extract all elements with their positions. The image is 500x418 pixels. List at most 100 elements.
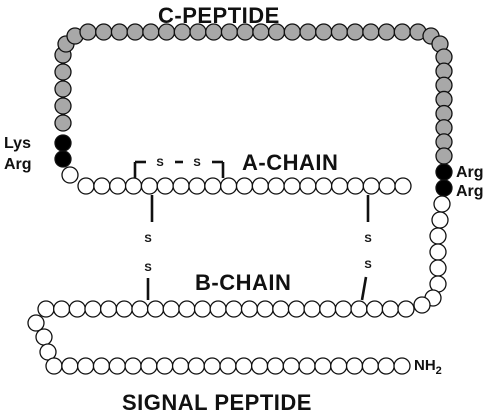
lys-residue — [54, 134, 72, 152]
signal-peptide-residue — [393, 357, 411, 375]
c-peptide-residue — [54, 63, 72, 81]
signal-peptide-residue — [377, 357, 395, 375]
a-chain-residue — [362, 177, 380, 195]
nh-text: NH — [414, 357, 436, 374]
b-chain-residue — [319, 300, 337, 318]
c-peptide-residue — [54, 97, 72, 115]
b-chain-residue — [178, 300, 196, 318]
b-chain-residue — [334, 300, 353, 318]
b-chain-residue — [68, 300, 86, 318]
arg-residue — [435, 179, 453, 197]
connecting-residue — [413, 296, 431, 314]
b-chain-residue — [37, 300, 55, 318]
signal-peptide-residue — [282, 357, 300, 375]
c-peptide-residue — [435, 147, 453, 165]
sulfur-label: S — [364, 233, 371, 245]
c-peptide-residue — [346, 23, 364, 41]
a-chain-residue — [188, 177, 206, 195]
signal-peptide-residue — [219, 357, 237, 375]
connecting-residue — [429, 243, 447, 261]
signal-peptide-residue — [61, 357, 79, 375]
b-chain-residue — [366, 300, 384, 318]
b-chain-residue — [162, 300, 180, 318]
signal-peptide-residue — [140, 357, 158, 375]
signal-peptide-residue — [76, 357, 95, 375]
a-chain-residue — [299, 177, 317, 195]
c-peptide-residue — [110, 23, 129, 41]
b-chain-residue — [287, 300, 306, 318]
signal-peptide-residue — [156, 357, 174, 375]
sulfur-label: S — [144, 233, 151, 245]
a-chain-residue — [219, 177, 238, 195]
c-peptide-residue — [330, 23, 349, 41]
arg-residue — [54, 150, 72, 168]
a-chain-residue — [140, 177, 159, 195]
a-chain-residue — [283, 177, 301, 195]
signal-peptide-residue — [92, 357, 111, 375]
c-peptide-residue — [283, 23, 301, 41]
b-chain-residue — [272, 300, 290, 318]
signal-peptide-residue — [345, 357, 364, 375]
signal-peptide-residue — [266, 357, 285, 375]
c-peptide-residue — [54, 114, 72, 132]
signal-peptide-residue — [187, 357, 206, 375]
signal-peptide-residue — [45, 357, 63, 375]
a-chain-residue — [235, 177, 254, 195]
a-chain-residue — [267, 177, 285, 195]
signal-peptide-residue — [330, 357, 348, 375]
b-chain-residue — [209, 300, 227, 318]
arg-right-label-1: Arg — [456, 164, 484, 181]
c-peptide-residue — [54, 80, 72, 98]
a-chain-residue — [124, 177, 143, 195]
a-chain-residue — [61, 166, 79, 184]
connecting-residue — [431, 211, 449, 229]
b-chain-residue — [131, 300, 149, 318]
c-peptide-residue — [377, 23, 396, 41]
arg-residue — [435, 163, 453, 181]
b-chain-residue — [99, 300, 118, 318]
b-chain-residue — [350, 300, 368, 318]
a-chain-residue — [109, 177, 127, 195]
signal-peptide-residue — [314, 357, 332, 375]
b-chain-residue — [256, 300, 274, 318]
signal-peptide-label: SIGNAL PEPTIDE — [122, 390, 312, 415]
signal-peptide-residue — [124, 357, 142, 375]
b-chain-residue — [115, 300, 133, 318]
b-chain-residue — [53, 300, 71, 318]
sulfur-label: S — [364, 259, 371, 271]
a-chain-residue — [378, 177, 396, 195]
connecting-residue — [429, 227, 447, 245]
arg-left-label: Arg — [4, 156, 32, 173]
a-chain-residue — [330, 177, 349, 195]
connecting-residue — [429, 259, 447, 277]
c-peptide-residue — [299, 23, 317, 41]
b-chain-residue — [240, 300, 259, 318]
turn-residue — [35, 328, 53, 346]
c-peptide-residue — [79, 23, 97, 41]
b-chain-residue — [193, 300, 212, 318]
sulfur-label: S — [156, 157, 163, 169]
a-chain-residue — [77, 177, 95, 195]
b-chain-residue — [225, 300, 243, 318]
signal-peptide-residue — [171, 357, 190, 375]
signal-peptide-residue — [298, 357, 316, 375]
c-peptide-label: C-PEPTIDE — [158, 3, 280, 28]
a-chain-residue — [394, 177, 412, 195]
lys-label: Lys — [4, 135, 31, 152]
c-peptide-residue — [95, 23, 113, 41]
a-chain-residue — [172, 177, 190, 195]
nh-subscript: 2 — [435, 365, 442, 377]
a-chain-residue — [204, 177, 222, 195]
a-chain-label: A-CHAIN — [242, 150, 339, 175]
signal-peptide-residue — [235, 357, 253, 375]
b-chain-residue — [397, 300, 415, 318]
c-peptide-residue — [142, 23, 160, 41]
b-chain-residue — [381, 300, 399, 318]
a-chain-residue — [315, 177, 333, 195]
signal-peptide-residue — [361, 357, 380, 375]
c-peptide-residue — [393, 23, 411, 41]
sulfur-label: S — [193, 157, 200, 169]
c-peptide-residue — [126, 23, 144, 41]
nh2-label: NH2 — [414, 358, 442, 377]
